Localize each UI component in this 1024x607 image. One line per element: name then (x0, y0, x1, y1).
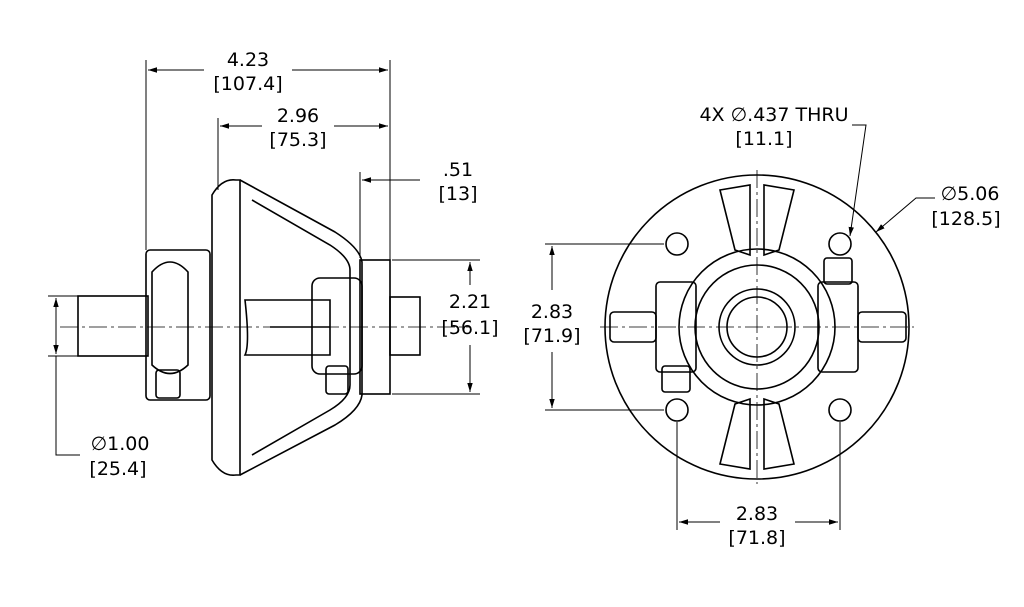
dim-overall-mm: [107.4] (213, 73, 282, 95)
dim-overall-inch: 4.23 (227, 49, 269, 71)
shaft-stub-right (389, 296, 421, 356)
flange-dia-leader (875, 197, 935, 233)
dim-flange-mm: [75.3] (269, 129, 326, 151)
bolt-hole-top-left (665, 232, 689, 256)
bolt-v-mm: [71.9] (523, 325, 580, 347)
left-collar-clamp (151, 261, 189, 375)
dim-hub-dia-mm: [56.1] (441, 317, 498, 339)
flange-disc (211, 178, 241, 477)
dim-shaft-mm: [25.4] (89, 458, 146, 480)
front-view: 4X ∅.437 THRU [11.1] ∅5.06 [128.5] 2.83 … (523, 104, 1000, 549)
cone-inner-edge (251, 199, 351, 456)
holes-mm: [11.1] (735, 128, 792, 150)
left-collar-screw (155, 369, 181, 399)
dim-hub-length-inch: .51 (443, 159, 473, 181)
bolt-v-inch: 2.83 (531, 301, 573, 323)
bolt-hole-bottom-right (828, 398, 852, 422)
bolt-hole-top-right (828, 232, 852, 256)
flange-dia-inch: ∅5.06 (941, 183, 1000, 205)
clamp-left-screw (661, 365, 691, 393)
dim-flange-inch: 2.96 (277, 105, 319, 127)
clamp-right-screw (823, 257, 853, 285)
dim-hub-dia-inch: 2.21 (449, 291, 491, 313)
dim-shaft-inch: ∅1.00 (91, 433, 150, 455)
left-collar (145, 249, 211, 401)
right-hub-screw (325, 365, 349, 395)
dim-shaft-leader (55, 356, 80, 456)
rib-bottom (719, 397, 795, 470)
shaft-stub-left (77, 295, 149, 357)
flange-dia-mm: [128.5] (931, 208, 1000, 230)
bolt-h-inch: 2.83 (736, 503, 778, 525)
right-hub-clamp (311, 277, 363, 375)
side-view: 4.23 [107.4] 2.96 [75.3] .51 [13] 2.21 [… (48, 49, 499, 480)
cone-slot (243, 299, 331, 356)
hole-leader (848, 124, 867, 237)
rib-top (719, 184, 795, 257)
holes-inch: 4X ∅.437 THRU (699, 104, 848, 126)
bolt-hole-bottom-left (665, 398, 689, 422)
bolt-h-mm: [71.8] (728, 527, 785, 549)
dim-hub-length-mm: [13] (438, 183, 477, 205)
